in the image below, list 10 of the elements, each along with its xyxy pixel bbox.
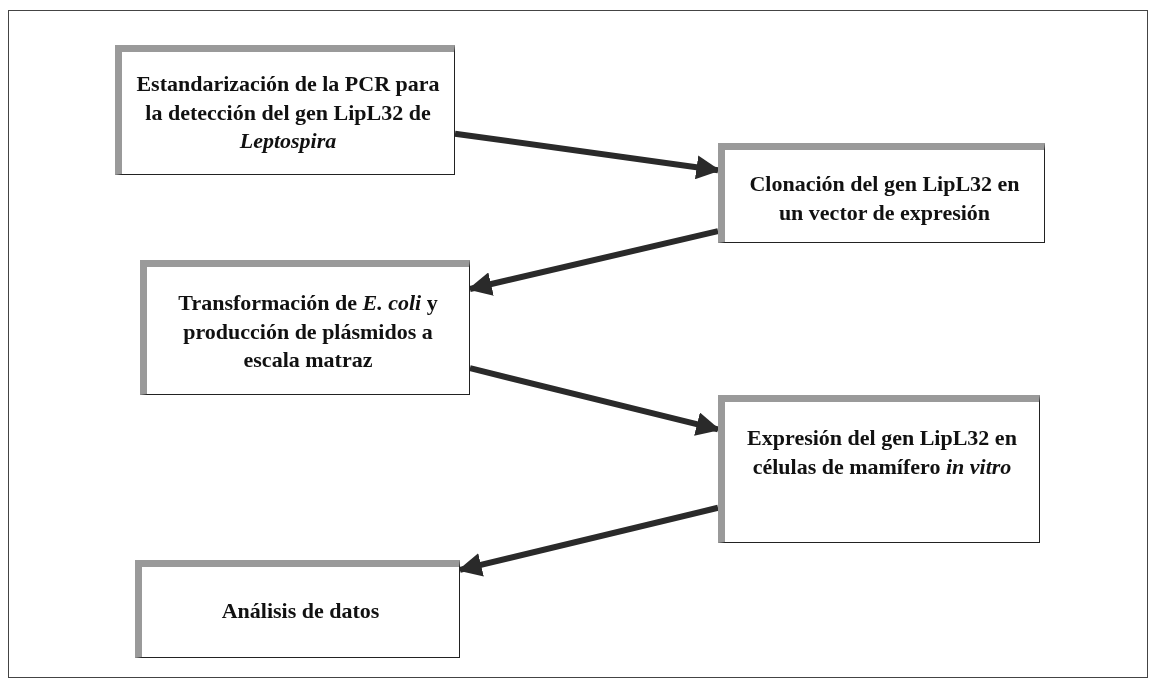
- step-text: Estandarización de la PCR para la detección del gen LipL32 de Leptospira: [135, 70, 441, 156]
- step-text: Transformación de E. coli y producción de plásmidos a escala matraz: [177, 289, 439, 375]
- process-box: [718, 395, 1040, 543]
- process-box: [135, 560, 460, 658]
- process-box: [140, 260, 470, 395]
- step-text: Clonación del gen LipL32 en un vector de expresión: [748, 170, 1021, 227]
- process-box: [115, 45, 455, 175]
- step-text: Expresión del gen LipL32 en células de mamífero in vitro: [746, 424, 1018, 481]
- step-text: Análisis de datos: [220, 597, 381, 625]
- process-box: [718, 143, 1045, 243]
